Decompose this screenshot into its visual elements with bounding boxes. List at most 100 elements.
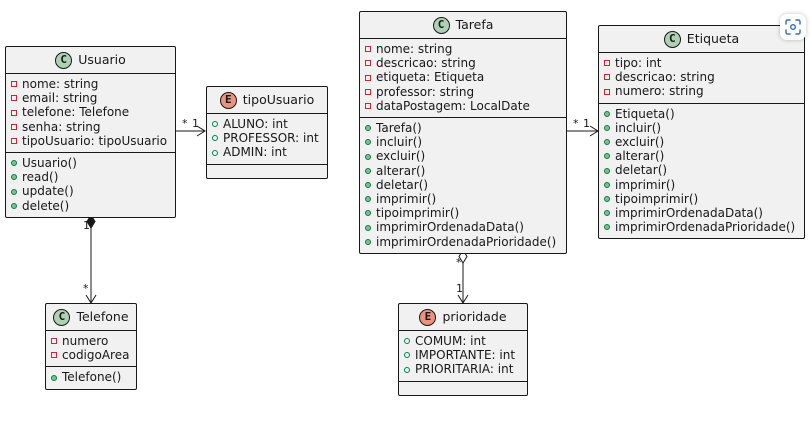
methods-section: Telefone()	[46, 366, 136, 388]
method-row: imprimir()	[365, 192, 562, 206]
method-row: read()	[11, 170, 171, 184]
method-text: excluir()	[615, 135, 665, 150]
attribute-row: PROFESSOR: int	[212, 131, 323, 145]
private-visibility-icon	[51, 352, 57, 359]
method-row: excluir()	[604, 135, 800, 149]
attribute-text: COMUM: int	[415, 334, 486, 348]
public-visibility-icon	[604, 210, 610, 217]
method-row: imprimirOrdenadaData()	[365, 220, 562, 234]
attribute-text: PROFESSOR: int	[223, 131, 319, 146]
attribute-text: numero: string	[615, 84, 704, 99]
public-visibility-icon	[365, 196, 371, 203]
attribute-row: numero: string	[604, 84, 800, 98]
attribute-row: tipoUsuario: tipoUsuario	[11, 134, 171, 148]
public-visibility-icon	[604, 153, 610, 160]
relation-usuario-tipousuario	[176, 125, 206, 137]
method-row: tipoimprimir()	[365, 206, 562, 220]
public-visibility-icon	[365, 210, 371, 217]
method-text: imprimirOrdenadaPrioridade()	[376, 234, 557, 249]
mult-usuario-telefone-source: 1	[83, 219, 90, 232]
class-stereotype-icon: C	[53, 309, 71, 326]
attribute-row: etiqueta: Etiqueta	[365, 70, 562, 84]
public-visibility-icon	[365, 224, 371, 231]
public-visibility-icon	[11, 202, 17, 209]
attribute-text: telefone: Telefone	[22, 105, 130, 120]
public-visibility-icon	[212, 149, 218, 156]
method-text: update()	[22, 184, 74, 199]
attribute-row: ALUNO: int	[212, 117, 323, 131]
public-visibility-icon	[51, 374, 57, 381]
attribute-text: tipo: int	[615, 56, 662, 70]
method-text: imprimir()	[376, 192, 437, 207]
private-visibility-icon	[604, 60, 610, 67]
public-visibility-icon	[604, 181, 610, 188]
class-stereotype-icon: C	[432, 17, 450, 34]
attribute-text: IMPORTANTE: int	[415, 348, 516, 363]
attribute-text: nome: string	[22, 77, 99, 91]
attribute-row: IMPORTANTE: int	[404, 348, 523, 362]
method-text: Telefone()	[62, 370, 122, 385]
public-visibility-icon	[365, 125, 371, 132]
method-text: alterar()	[376, 163, 426, 178]
method-text: incluir()	[615, 120, 662, 135]
method-row: Tarefa()	[365, 121, 562, 135]
public-visibility-icon	[604, 167, 610, 174]
attribute-row: nome: string	[365, 42, 562, 56]
attribute-row: dataPostagem: LocalDate	[365, 99, 562, 113]
method-row: incluir()	[365, 135, 562, 149]
public-visibility-icon	[365, 139, 371, 146]
private-visibility-icon	[365, 74, 371, 81]
attribute-row: PRIORITARIA: int	[404, 362, 523, 376]
scan-icon[interactable]	[780, 14, 806, 40]
methods-section: Tarefa()incluir()excluir()alterar()delet…	[360, 117, 566, 253]
methods-section	[207, 163, 327, 178]
enum-stereotype-icon: E	[219, 92, 237, 109]
method-row: incluir()	[604, 121, 800, 135]
method-text: tipoimprimir()	[615, 191, 699, 206]
attribute-text: ADMIN: int	[223, 145, 287, 160]
public-visibility-icon	[212, 121, 218, 128]
class-header: C Telefone	[46, 304, 136, 330]
method-text: delete()	[22, 198, 70, 213]
private-visibility-icon	[365, 46, 371, 53]
public-visibility-icon	[365, 167, 371, 174]
attribute-row: COMUM: int	[404, 334, 523, 348]
method-row: deletar()	[365, 178, 562, 192]
method-text: tipoimprimir()	[376, 206, 460, 221]
class-name: Telefone	[76, 309, 129, 325]
method-row: tipoimprimir()	[604, 192, 800, 206]
public-visibility-icon	[404, 366, 410, 373]
public-visibility-icon	[604, 139, 610, 146]
private-visibility-icon	[11, 109, 17, 116]
attribute-row: descricao: string	[365, 56, 562, 70]
attribute-text: senha: string	[22, 119, 101, 134]
attribute-row: codigoArea	[51, 348, 132, 362]
method-row: alterar()	[604, 149, 800, 163]
private-visibility-icon	[11, 137, 17, 144]
method-row: Usuario()	[11, 156, 171, 170]
attribute-row: email: string	[11, 91, 171, 105]
method-row: Etiqueta()	[604, 107, 800, 121]
private-visibility-icon	[11, 123, 17, 130]
method-row: imprimirOrdenadaData()	[604, 206, 800, 220]
class-stereotype-icon: C	[663, 31, 681, 48]
attribute-text: dataPostagem: LocalDate	[376, 98, 530, 113]
attribute-row: nome: string	[11, 77, 171, 91]
method-text: Tarefa()	[376, 121, 422, 136]
private-visibility-icon	[365, 88, 371, 95]
attribute-row: descricao: string	[604, 70, 800, 84]
methods-section: Usuario()read()update()delete()	[6, 152, 175, 217]
method-text: imprimirOrdenadaPrioridade()	[615, 220, 796, 235]
public-visibility-icon	[404, 338, 410, 345]
method-row: imprimirOrdenadaPrioridade()	[604, 220, 800, 234]
method-text: read()	[22, 170, 59, 185]
